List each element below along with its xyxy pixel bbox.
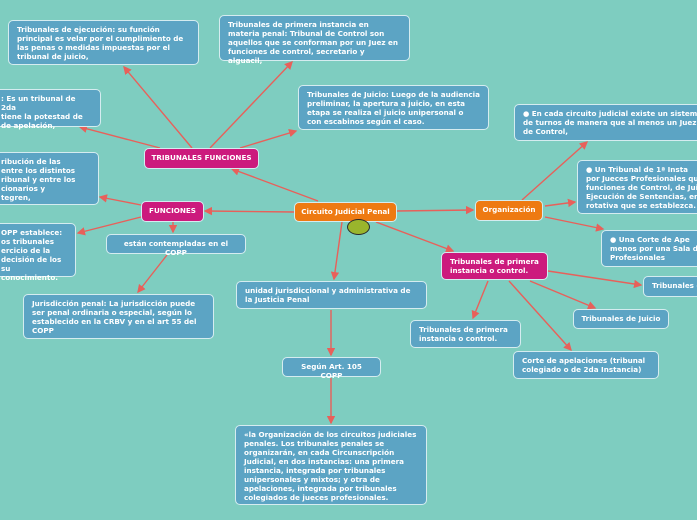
node-circuito-judicial-penal[interactable]: Circuito Judicial Penal — [294, 202, 397, 222]
node-turnos[interactable]: ● En cada circuito judicial existe un si… — [514, 104, 697, 141]
node-corte-apelaciones-tribunal[interactable]: Corte de apelaciones (tribunal colegiado… — [513, 351, 659, 379]
node-organizacion-quote[interactable]: «la Organización de los circuitos judici… — [235, 425, 427, 505]
node-organizacion[interactable]: Organización — [475, 200, 543, 221]
node-distribucion[interactable]: ribución de las entre los distintos ribu… — [0, 152, 99, 205]
node-corte-apelaciones-desc[interactable]: : Es un tribunal de 2da tiene la potesta… — [0, 89, 101, 130]
node-tribunal-1a-instancia[interactable]: ● Un Tribunal de 1ª Insta por Jueces Pro… — [577, 160, 697, 214]
node-primera-instancia-control[interactable]: Tribunales de primera instancia o contro… — [441, 252, 548, 280]
node-segun-art-105[interactable]: Según Art. 105 COPP — [282, 357, 381, 380]
node-jurisdiccion-penal[interactable]: Jurisdicción penal: La jurisdicción pued… — [23, 294, 214, 339]
node-contempladas-copp[interactable]: están contempladas en el COPP — [106, 234, 246, 257]
node-tribunales-juicio-desc[interactable]: Tribunales de Juicio: Luego de la audien… — [298, 85, 489, 130]
node-tribunales-de-juicio[interactable]: Tribunales de Juicio — [573, 309, 669, 329]
marker-ellipse-icon — [347, 219, 370, 235]
node-tribunales-funciones[interactable]: TRIBUNALES FUNCIONES — [144, 148, 259, 169]
node-corte-apelaciones[interactable]: ● Una Corte de Ape menos por una Sala de… — [601, 230, 697, 267]
node-primera-instancia-control-child[interactable]: Tribunales de primera instancia o contro… — [410, 320, 521, 348]
node-tribunales-ejecucion[interactable]: Tribunales de ejecución: su función prin… — [8, 20, 199, 65]
node-funciones[interactable]: FUNCIONES — [141, 201, 204, 222]
node-copp-establece[interactable]: OPP establece: os tribunales ercicio de … — [0, 223, 76, 282]
node-tribunales-primera-instancia-materia[interactable]: Tribunales de primera instancia en mater… — [219, 15, 410, 65]
node-tribunales-d[interactable]: Tribunales d — [643, 276, 697, 297]
node-unidad-jurisdiccional[interactable]: unidad jurisdiccional y administrativa d… — [236, 281, 427, 309]
